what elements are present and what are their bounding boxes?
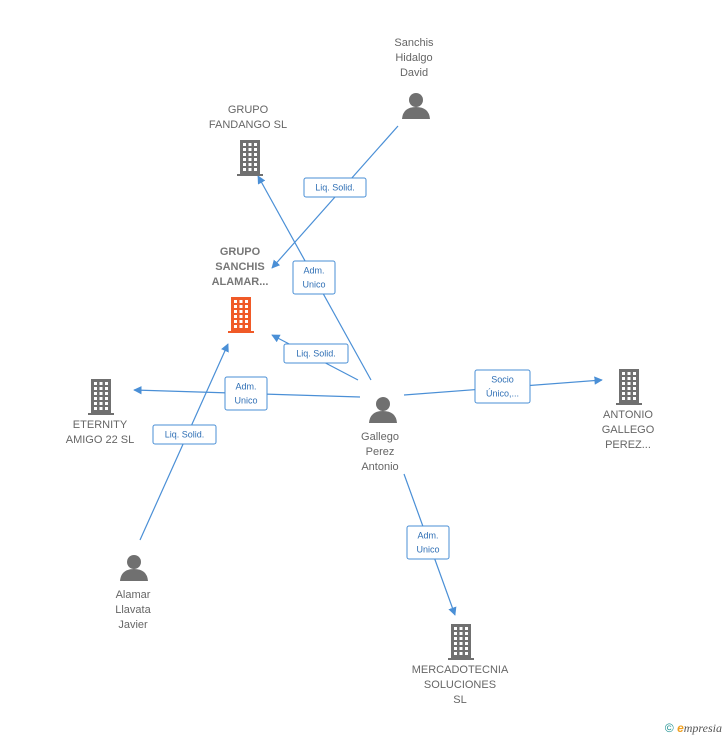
node-label: AMIGO 22 SL: [66, 434, 134, 446]
edge-sanchis_hidalgo-to-grupo_sanchis: Liq. Solid.: [271, 125, 399, 269]
edge-alamar_llavata-to-grupo_sanchis: Liq. Solid.: [139, 343, 229, 541]
person-icon: [402, 93, 430, 119]
node-label: Javier: [118, 619, 148, 631]
person-icon: [120, 555, 148, 581]
edge-label-box[interactable]: [303, 177, 367, 198]
node-eternity[interactable]: ETERNITY AMIGO 22 SL: [66, 379, 134, 446]
node-label: Llavata: [115, 604, 151, 616]
node-grupo-fandango[interactable]: GRUPO FANDANGO SL: [209, 104, 287, 176]
node-grupo-sanchis[interactable]: GRUPO SANCHIS ALAMAR...: [212, 246, 269, 333]
edge-label-box[interactable]: [283, 343, 349, 364]
node-label: David: [400, 67, 428, 79]
brand-initial: e: [677, 721, 684, 735]
edge-gallego_perez-to-eternity: Adm. Unico: [133, 376, 361, 411]
node-label: PEREZ...: [605, 439, 651, 451]
edge-label-text: Unico: [302, 280, 325, 290]
edge-label-text: Adm.: [235, 382, 256, 392]
edge-label-text: Adm.: [417, 531, 438, 541]
footer-brand: © empresia: [665, 721, 722, 736]
node-mercadotecnia[interactable]: MERCADOTECNIA SOLUCIONES SL: [412, 624, 509, 706]
edge-label-box[interactable]: [292, 260, 336, 295]
node-label: SANCHIS: [215, 261, 265, 273]
node-label: GRUPO: [220, 246, 261, 258]
node-label: ALAMAR...: [212, 276, 269, 288]
edge-label-text: Unico: [416, 545, 439, 555]
person-icon: [369, 397, 397, 423]
node-label: Sanchis: [394, 37, 434, 49]
edge-label-box[interactable]: [474, 369, 531, 404]
node-label: SOLUCIONES: [424, 679, 496, 691]
node-label: Hidalgo: [395, 52, 432, 64]
edge-label-text: Liq. Solid.: [296, 349, 336, 359]
node-label: ANTONIO: [603, 409, 653, 421]
edge-gallego_perez-to-grupo_sanchis: Liq. Solid.: [271, 334, 359, 381]
edge-label-text: Único,...: [486, 389, 519, 399]
copyright-symbol: ©: [664, 721, 674, 735]
edge-label-text: Liq. Solid.: [165, 430, 205, 440]
node-label: Antonio: [361, 461, 398, 473]
edge-gallego_perez-to-mercadotecnia: Adm. Unico: [403, 473, 457, 616]
edge-label-box[interactable]: [224, 376, 268, 411]
node-label: Alamar: [116, 589, 151, 601]
building-icon: [448, 624, 474, 660]
node-label: SL: [453, 694, 466, 706]
node-label: Gallego: [361, 431, 399, 443]
edge-label-box[interactable]: [406, 525, 450, 560]
node-label: ETERNITY: [73, 419, 128, 431]
edge-label-text: Socio: [491, 375, 514, 385]
node-antonio-gallego[interactable]: ANTONIO GALLEGO PEREZ...: [602, 369, 655, 451]
edge-label-text: Adm.: [303, 266, 324, 276]
node-label: Perez: [366, 446, 395, 458]
edge-label-box[interactable]: [152, 424, 217, 445]
edge-gallego_perez-to-antonio_gallego: SocioÚnico,...: [403, 369, 603, 404]
edge-label-text: Liq. Solid.: [315, 183, 355, 193]
building-icon: [88, 379, 114, 415]
building-icon: [228, 297, 254, 333]
node-label: MERCADOTECNIA: [412, 664, 509, 676]
edge-label-text: Unico: [234, 396, 257, 406]
brand-name: mpresia: [683, 721, 722, 735]
edge-gallego_perez-to-grupo_fandango: Adm. Unico: [257, 175, 372, 381]
building-icon: [237, 140, 263, 176]
node-label: FANDANGO SL: [209, 119, 287, 131]
node-label: GALLEGO: [602, 424, 655, 436]
building-icon: [616, 369, 642, 405]
node-label: GRUPO: [228, 104, 269, 116]
